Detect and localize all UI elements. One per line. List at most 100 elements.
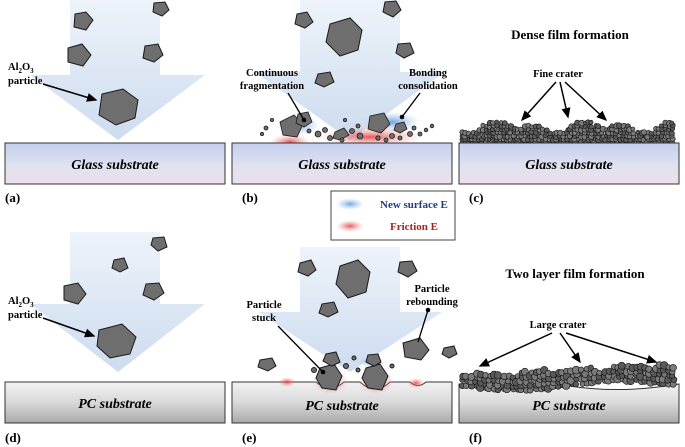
particle — [361, 363, 389, 391]
film-grain — [544, 127, 550, 133]
film-grain — [536, 123, 542, 130]
film-grain — [539, 126, 545, 132]
film-grain — [630, 130, 636, 137]
film-grain — [588, 119, 594, 125]
legend: New surface E Friction E — [330, 190, 456, 241]
legend-swatch-friction — [336, 220, 364, 232]
panel-letter: (f) — [469, 430, 482, 445]
film-grain — [645, 365, 653, 373]
particle — [67, 43, 92, 67]
panel-letter: (b) — [242, 190, 258, 205]
fragment-pile — [259, 111, 435, 143]
particle — [111, 257, 129, 273]
substrate-label: PC substrate — [532, 399, 606, 414]
particles — [63, 236, 168, 359]
panel-d: Al2O3 particle PC substrate (d) — [4, 232, 226, 445]
callout-dot — [399, 114, 405, 120]
callout-right: Bonding — [409, 68, 448, 79]
particles — [67, 1, 170, 126]
panel-e: Particle stuck Particle rebounding PC su… — [231, 247, 459, 445]
panel-letter: (c) — [469, 190, 483, 205]
spray-arrow — [258, 247, 442, 372]
panel-heading: Dense film formation — [511, 27, 629, 42]
callout-right: Particle — [415, 284, 450, 295]
callout-pointer — [417, 309, 429, 343]
legend-swatch-new-surface — [336, 198, 364, 210]
particle — [335, 259, 371, 299]
callout-left-line2: fragmentation — [240, 81, 304, 92]
callout-arrow — [559, 81, 571, 119]
film-grain — [648, 131, 654, 137]
substrate-label: Glass substrate — [525, 158, 613, 173]
particle — [325, 17, 363, 57]
callout-arrow — [559, 332, 581, 364]
panel-letter: (e) — [242, 430, 256, 445]
film-grain — [588, 124, 594, 130]
callout-dot — [301, 117, 307, 123]
glass-substrate — [231, 142, 453, 185]
glass-substrate — [4, 142, 226, 185]
particle — [382, 0, 402, 18]
callout-pointer — [287, 92, 305, 121]
callout-left: Particle — [247, 300, 282, 311]
film-grain — [493, 371, 502, 380]
callout-arrow — [565, 332, 658, 364]
panel-a: Al2O3 particle Glass substrate (a) — [4, 0, 226, 205]
callout-arrow — [478, 332, 553, 367]
film-grain — [501, 120, 508, 126]
pc-substrate — [4, 381, 226, 424]
particle — [297, 259, 317, 277]
particle — [397, 260, 418, 278]
friction-glow — [278, 377, 296, 387]
particle — [73, 11, 94, 31]
particle — [314, 71, 335, 88]
particle — [257, 357, 277, 372]
film-grain — [494, 119, 500, 125]
panel-f: Two layer film formation Large crater PC… — [458, 266, 680, 445]
film-grain — [630, 126, 636, 132]
film-grain — [587, 364, 594, 371]
callout-pointer — [277, 325, 324, 373]
callout-arrow — [564, 81, 608, 122]
film-grain — [669, 120, 675, 126]
two-layer-film — [459, 361, 678, 394]
film-grain — [609, 123, 615, 129]
callout-arrow — [42, 317, 96, 338]
film-grain — [640, 129, 648, 136]
spray-arrow — [30, 0, 205, 140]
particles — [294, 0, 415, 88]
particle — [318, 301, 339, 318]
particle — [96, 323, 137, 359]
callout-right-line2: rebounding — [406, 297, 458, 308]
substrate-label: PC substrate — [305, 399, 379, 414]
crater-callout: Large crater — [530, 320, 587, 331]
particle-label: Al2O3 — [8, 62, 34, 75]
particle — [142, 43, 164, 63]
panel-heading: Two layer film formation — [505, 266, 645, 281]
particle — [365, 353, 382, 367]
callout-left-line2: stuck — [252, 313, 276, 324]
callout-left: Continuous — [246, 68, 298, 79]
callout-pointer — [401, 92, 421, 118]
film-grain — [595, 123, 602, 129]
particle — [332, 127, 350, 141]
legend-label: Friction E — [390, 221, 438, 233]
callout-dot — [320, 369, 326, 375]
substrate-label: Glass substrate — [71, 158, 159, 173]
particle-label-line2: particle — [8, 310, 43, 321]
film-grain — [668, 130, 675, 137]
particle — [441, 345, 458, 359]
particle — [150, 236, 168, 252]
substrate-label: Glass substrate — [298, 158, 386, 173]
callout-arrow — [42, 83, 98, 102]
particle — [63, 282, 87, 305]
film-grain — [669, 364, 677, 372]
particles — [257, 259, 458, 372]
callout-dot — [425, 307, 431, 313]
particle — [395, 42, 415, 59]
substrate-label: PC substrate — [78, 397, 152, 412]
crater-callout: Fine crater — [533, 69, 583, 80]
particle — [152, 1, 170, 17]
spray-arrow — [30, 232, 205, 372]
